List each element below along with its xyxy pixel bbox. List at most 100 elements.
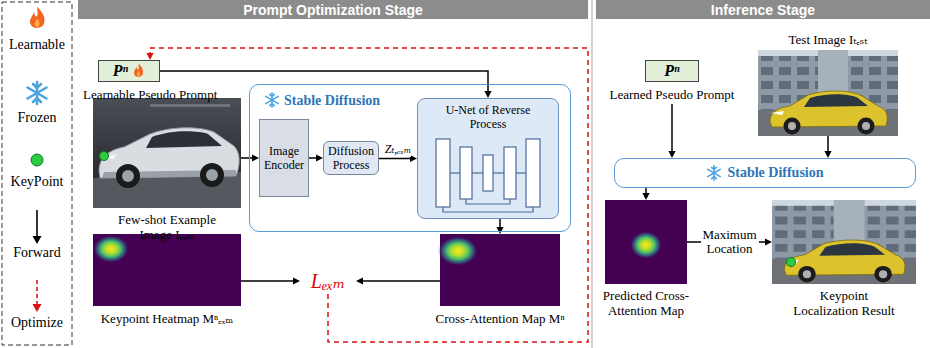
unet-blocks bbox=[504, 147, 516, 199]
frozen-icon bbox=[270, 94, 275, 96]
learnable-icon bbox=[137, 71, 140, 76]
legend-icons bbox=[36, 210, 38, 237]
unet-blocks bbox=[436, 139, 540, 207]
prompt-symbol: Pⁿ bbox=[113, 62, 128, 80]
heatmap-picture bbox=[93, 234, 241, 306]
header-text: Inference Stage bbox=[711, 2, 815, 18]
heatmap-picture bbox=[93, 235, 129, 263]
connector bbox=[824, 136, 831, 158]
frozen-icon bbox=[708, 169, 720, 176]
caption: Learnable Pseudo Prompt bbox=[83, 87, 217, 102]
unet-blocks bbox=[460, 147, 472, 199]
arrow-head bbox=[316, 154, 323, 161]
legend-icons bbox=[35, 19, 39, 28]
attention-map: Predicted Cross-Attention Map bbox=[605, 200, 687, 284]
keypoint-dot bbox=[787, 258, 796, 267]
example-photo bbox=[116, 164, 140, 188]
arrow-head bbox=[293, 277, 300, 284]
connector bbox=[356, 277, 440, 284]
arrow-head bbox=[356, 277, 363, 284]
example-image: Few-shot Example Image Iₑₓₘ bbox=[93, 98, 241, 208]
legend-icons bbox=[28, 7, 47, 312]
box-label: Image Encoder bbox=[262, 144, 306, 172]
connector bbox=[309, 154, 323, 161]
frozen-icon bbox=[270, 104, 275, 106]
prompt-box: PⁿLearned Pseudo Prompt bbox=[645, 60, 699, 82]
frozen-icon bbox=[266, 96, 278, 103]
panel-divider bbox=[591, 0, 593, 348]
legend-text: Frozen bbox=[2, 110, 72, 126]
result-image: Keypoint Localization Result bbox=[772, 200, 916, 284]
unet-blocks bbox=[472, 172, 483, 173]
frozen-model-box: Stable Diffusion bbox=[614, 158, 916, 188]
legend-icons bbox=[33, 304, 42, 312]
frozen-icon bbox=[712, 177, 717, 179]
arrow-head bbox=[668, 151, 675, 158]
frozen-icon bbox=[708, 169, 720, 176]
unet-blocks bbox=[450, 172, 460, 173]
legend-icons bbox=[31, 154, 43, 166]
encoder-box: Image Encoder bbox=[259, 119, 309, 197]
frozen-icon bbox=[706, 165, 722, 181]
connector-line bbox=[361, 280, 440, 282]
caption: Few-shot Example Image Iₑₓₘ bbox=[105, 212, 229, 242]
arrow-head bbox=[824, 151, 831, 158]
edge-label: Maximum Location bbox=[701, 228, 759, 256]
predicted-picture bbox=[630, 231, 662, 259]
caption: Keypoint Heatmap Mⁿₑₓₘ bbox=[101, 311, 234, 326]
connector bbox=[668, 104, 675, 158]
heatmap-image: Keypoint Heatmap Mⁿₑₓₘ bbox=[93, 234, 241, 306]
legend-icons bbox=[30, 7, 45, 28]
stage-header: Prompt Optimization Stage bbox=[78, 0, 588, 19]
connector bbox=[241, 277, 300, 284]
legend-text: Learnable bbox=[2, 37, 72, 53]
example-photo bbox=[100, 152, 109, 161]
model-title: Stable Diffusion bbox=[284, 93, 380, 108]
test-photo bbox=[758, 50, 898, 136]
edge-label: Zₜ,ₑₓₘ bbox=[385, 142, 412, 157]
arrow-head bbox=[765, 238, 772, 245]
frozen-model-box: Stable DiffusionImage Encoder Diffusion P… bbox=[249, 84, 571, 232]
frozen-icon bbox=[708, 166, 720, 180]
connector-line bbox=[379, 158, 412, 160]
box-label: U-Net of Reverse Process bbox=[436, 103, 540, 131]
legend-icons bbox=[33, 98, 41, 102]
unet-blocks bbox=[436, 139, 450, 207]
unet-blocks bbox=[493, 172, 504, 173]
loss-label: Lₑₓₘ bbox=[311, 269, 345, 293]
example-photo bbox=[150, 104, 230, 107]
attention-picture bbox=[438, 236, 478, 266]
connector-line bbox=[241, 280, 295, 282]
legend-icons bbox=[30, 7, 45, 28]
heatmap-picture bbox=[93, 234, 241, 306]
stage-header: Inference Stage bbox=[596, 0, 930, 19]
box-label: Diffusion Process bbox=[326, 144, 376, 172]
frozen-icon bbox=[266, 93, 278, 107]
attention-picture bbox=[438, 234, 560, 306]
arrow-head bbox=[252, 154, 259, 161]
frozen-icon bbox=[264, 92, 280, 108]
learnable-icon bbox=[132, 63, 145, 79]
caption: Cross-Attention Map Mⁿ bbox=[435, 311, 564, 326]
connector bbox=[642, 188, 649, 200]
predicted-picture bbox=[605, 200, 687, 284]
model-title: Stable Diffusion bbox=[727, 165, 823, 181]
header-text: Prompt Optimization Stage bbox=[243, 2, 423, 18]
legend-icons bbox=[36, 280, 38, 305]
process-box: Diffusion Process bbox=[323, 141, 379, 175]
result-photo bbox=[772, 200, 916, 284]
legend-text: KeyPoint bbox=[2, 174, 72, 190]
legend-icons bbox=[33, 84, 41, 88]
example-photo bbox=[206, 169, 218, 181]
connector bbox=[241, 154, 259, 161]
unet-blocks bbox=[443, 207, 533, 212]
example-photo bbox=[93, 98, 241, 208]
predicted-picture bbox=[605, 200, 687, 284]
caption: Keypoint Localization Result bbox=[786, 288, 902, 318]
legend-text: Forward bbox=[2, 245, 72, 261]
caption: Learned Pseudo Prompt bbox=[610, 87, 735, 102]
arrow-head bbox=[642, 193, 649, 200]
caption: Predicted Cross-Attention Map bbox=[594, 288, 698, 318]
connector-line bbox=[671, 104, 673, 153]
